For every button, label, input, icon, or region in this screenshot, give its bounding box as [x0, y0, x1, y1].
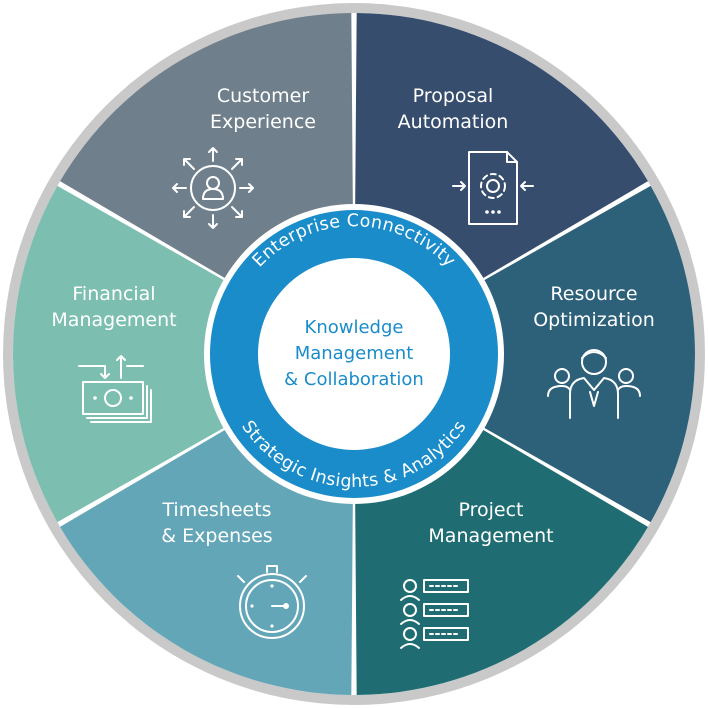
- financial-management-label: Financial: [72, 283, 155, 305]
- money-icon: [78, 355, 152, 423]
- task-list-icon: [400, 579, 469, 649]
- customer-experience-label: Customer: [217, 85, 309, 107]
- proposal-automation-label: Proposal: [413, 85, 494, 107]
- resource-optimization-label-line2: Optimization: [533, 309, 655, 331]
- timesheets-expenses-label-line2: & Expenses: [161, 525, 272, 547]
- customer-experience-label-line2: Experience: [210, 111, 316, 133]
- center-label-line2: Management: [295, 343, 414, 364]
- project-management-label-line2: Management: [428, 525, 553, 547]
- project-management-label: Project: [458, 499, 523, 521]
- center-label-line3: & Collaboration: [284, 369, 424, 390]
- team-icon: [547, 349, 641, 419]
- user-arrows-icon: [172, 147, 254, 229]
- center-disc: [258, 258, 450, 450]
- proposal-automation-label-line2: Automation: [398, 111, 509, 133]
- stopwatch-icon: [237, 565, 307, 639]
- document-gear-icon: [452, 151, 534, 225]
- financial-management-label-line2: Management: [51, 309, 176, 331]
- timesheets-expenses-label: Timesheets: [161, 499, 271, 521]
- financial-management-segment: [12, 185, 355, 523]
- resource-optimization-label: Resource: [550, 283, 637, 305]
- center-label-line1: Knowledge: [305, 317, 404, 338]
- resource-optimization-segment: [354, 185, 695, 523]
